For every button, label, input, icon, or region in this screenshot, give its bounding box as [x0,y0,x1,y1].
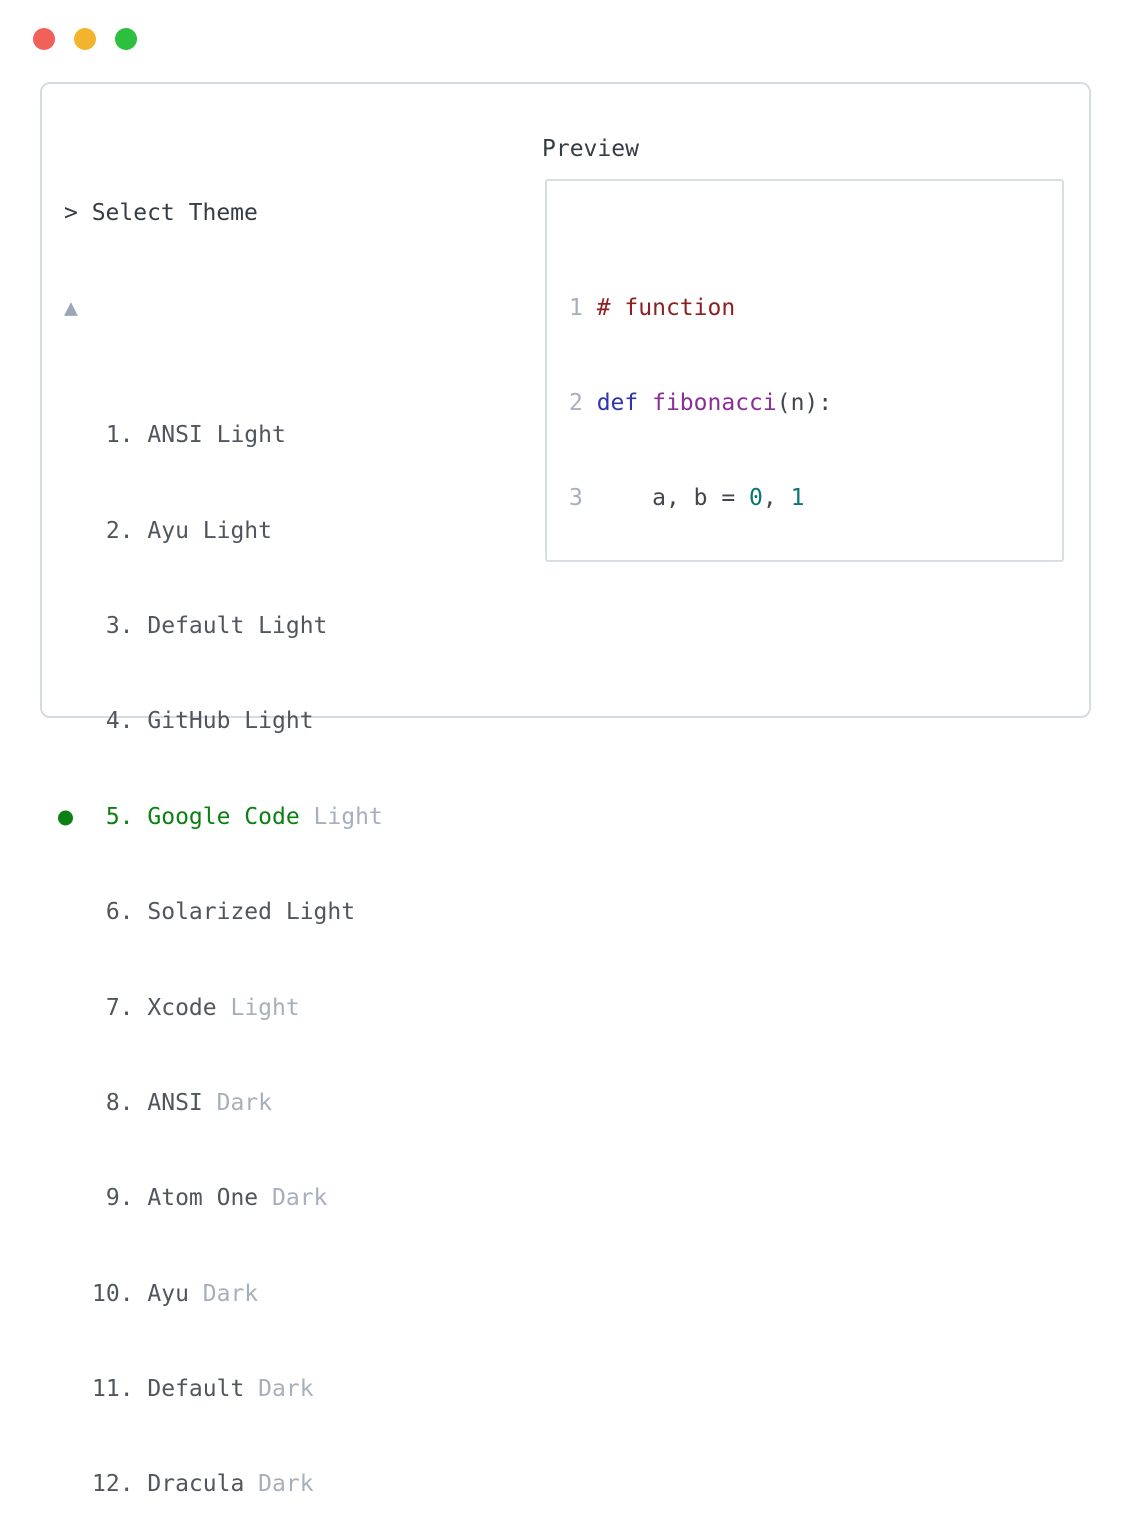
option-suffix: Dark [258,1376,314,1403]
selected-bullet-icon [58,810,73,826]
option-number: 10. [92,1280,134,1307]
line-number: 3 [569,485,583,512]
line-number: 1 [569,294,583,321]
zoom-button[interactable] [115,28,137,50]
option-number: 6. [105,899,134,926]
option-suffix: Light [313,803,383,830]
picker-prompt: > Select Theme [64,199,258,226]
option-name: Atom One [147,1185,259,1212]
option-name: Solarized Light [147,899,356,926]
option-number: 3. [105,612,134,639]
option-name: Ayu Light [147,517,272,544]
option-number: 8. [105,1089,134,1116]
option-number: 5. [105,803,134,830]
minimize-button[interactable] [74,28,96,50]
theme-option-github-light[interactable]: 4. GitHub Light [64,706,881,738]
code-line: 3 a, b = 0, 1 [569,483,1062,515]
theme-option-xcode-light[interactable]: 7. Xcode Light [64,993,881,1025]
option-suffix: Dark [202,1280,259,1307]
option-number: 12. [92,1471,134,1498]
option-number: 7. [105,994,134,1021]
option-name: GitHub Light [147,708,314,735]
theme-option-atom-one-dark[interactable]: 9. Atom One Dark [64,1183,881,1215]
option-name: Default Light [147,612,328,639]
code-line: 1# function [569,293,1062,325]
preview-title: Preview [542,136,639,162]
option-name: Dracula [147,1471,245,1498]
theme-option-solarized-light[interactable]: 6. Solarized Light [64,897,881,929]
theme-option-dracula-dark[interactable]: 12. Dracula Dark [64,1469,881,1501]
theme-option-google-code-light[interactable]: 5. Google Code Light [58,802,881,834]
option-name: Google Code [147,803,300,830]
scroll-up-icon[interactable]: ▲ [64,294,78,321]
line-number: 2 [569,389,583,416]
option-name: ANSI Light [147,422,286,449]
window-controls [33,28,137,50]
option-number: 1. [105,422,134,449]
theme-picker-dialog: > Select Theme ▲ 1. ANSI Light 2. Ayu Ligh… [40,82,1091,1497]
theme-option-ansi-light[interactable]: 1. ANSI Light [64,420,881,452]
theme-option-ayu-light[interactable]: 2. Ayu Light [64,516,881,548]
theme-option-ayu-dark[interactable]: 10. Ayu Dark [64,1279,881,1311]
option-number: 9. [105,1185,134,1212]
option-suffix: Dark [216,1089,272,1116]
option-suffix: Light [230,994,300,1021]
option-suffix: Dark [272,1185,328,1212]
option-number: 2. [105,517,134,544]
option-name: Ayu [147,1280,189,1307]
theme-option-default-dark[interactable]: 11. Default Dark [64,1374,881,1406]
option-name: Xcode [147,994,217,1021]
option-name: ANSI [147,1089,203,1116]
close-button[interactable] [33,28,55,50]
theme-option-default-light[interactable]: 3. Default Light [64,611,881,643]
theme-option-ansi-dark[interactable]: 8. ANSI Dark [64,1088,881,1120]
option-number: 4. [105,708,134,735]
option-name: Default [147,1376,245,1403]
option-number: 11. [92,1376,134,1403]
option-suffix: Dark [258,1471,314,1498]
